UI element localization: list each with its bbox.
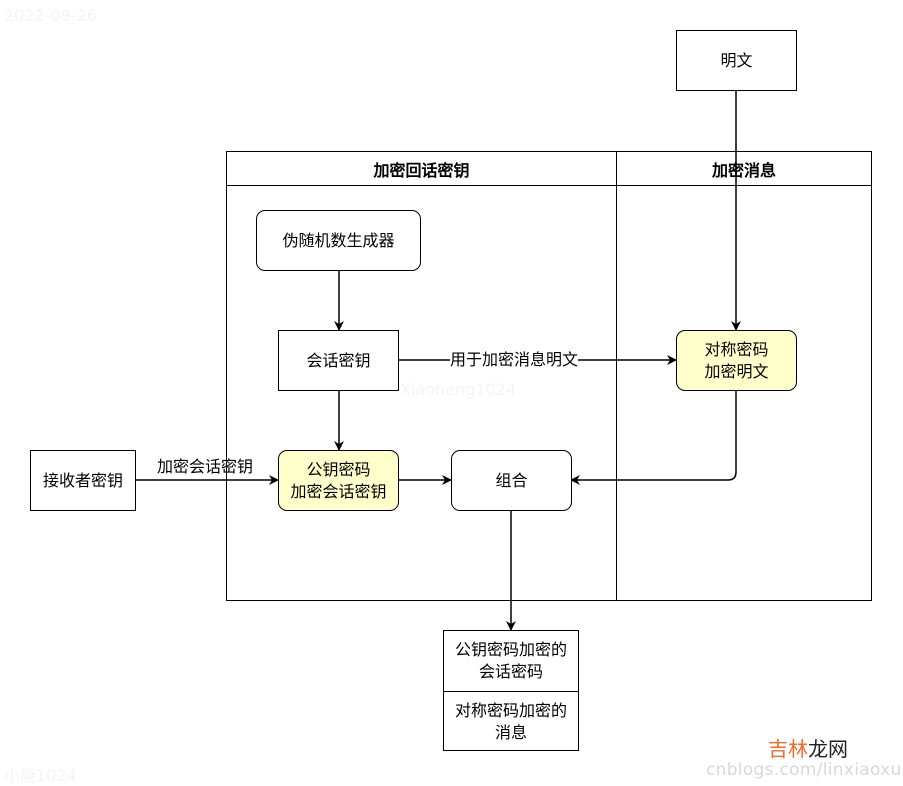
cell-line1: 对称密码加密的 <box>454 700 567 720</box>
symmetric-cipher-node[interactable]: 对称密码 加密明文 <box>676 330 797 391</box>
node-label: 会话密钥 <box>306 350 371 370</box>
brand-logo: 吉林龙网 <box>768 733 848 762</box>
node-label: 接收者密钥 <box>42 470 123 490</box>
node-label-line2: 加密会话密钥 <box>290 481 387 501</box>
date-watermark: 2022-09-26 <box>4 6 97 25</box>
combine-node[interactable]: 组合 <box>451 450 572 511</box>
lane-encrypt-message: 加密消息 <box>616 151 872 601</box>
node-label-line1: 对称密码 <box>704 339 769 359</box>
edge-symmetric-to-combine <box>570 390 737 485</box>
output-encrypted-message: 对称密码加密的 消息 <box>444 691 578 751</box>
node-label-line2: 加密明文 <box>704 361 769 381</box>
lane-header: 加密消息 <box>617 152 871 186</box>
receiver-key-node[interactable]: 接收者密钥 <box>30 450 136 511</box>
cell-line1: 公钥密码加密的 <box>454 640 567 659</box>
node-label: 组合 <box>495 470 528 490</box>
node-label-line1: 公钥密码 <box>306 459 371 479</box>
edge-label-encrypt-session-key: 加密会话密钥 <box>157 457 254 476</box>
plaintext-node[interactable]: 明文 <box>676 30 797 91</box>
node-label: 明文 <box>720 50 753 70</box>
edge-label-use-for-message: 用于加密消息明文 <box>450 350 579 370</box>
brand-part2: 龙网 <box>808 737 848 761</box>
node-label: 伪随机数生成器 <box>282 230 395 250</box>
cell-line2: 消息 <box>494 722 527 742</box>
output-stack[interactable]: 公钥密码加密的 会话密码 对称密码加密的 消息 <box>443 630 579 751</box>
output-encrypted-session-key: 公钥密码加密的 会话密码 <box>444 631 578 691</box>
brand-part1: 吉林 <box>768 737 808 761</box>
cell-line2: 会话密码 <box>478 662 543 681</box>
session-key-node[interactable]: 会话密钥 <box>278 330 399 391</box>
author-watermark-bottom: 小能1024 <box>4 766 77 785</box>
prng-node[interactable]: 伪随机数生成器 <box>256 210 421 271</box>
site-watermark: cnblogs.com/linxiaoxu <box>706 760 902 780</box>
author-watermark-top: Xiaoneng1024 <box>400 380 516 399</box>
lane-header: 加密回话密钥 <box>227 152 616 186</box>
public-key-cipher-node[interactable]: 公钥密码 加密会话密钥 <box>278 450 399 511</box>
